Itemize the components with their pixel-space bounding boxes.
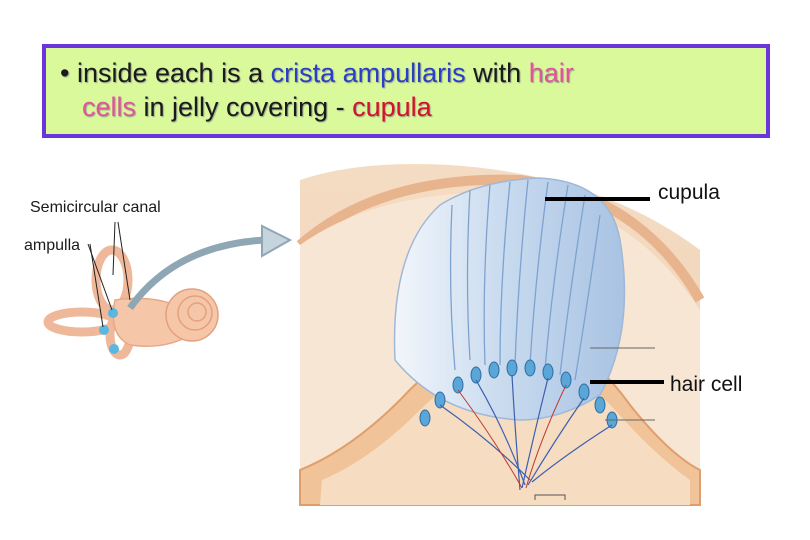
- bullet-line-1: • inside each is a crista ampullaris wit…: [60, 58, 574, 89]
- ampulla-shape: [109, 344, 119, 354]
- inner-ear-diagram: [40, 221, 293, 360]
- arrow-head: [261, 224, 293, 258]
- crista-ampullaris-diagram: [296, 160, 705, 506]
- term-crista-ampullaris: crista ampullaris: [270, 58, 466, 88]
- term-cupula: cupula: [352, 92, 432, 122]
- cochlea-shape: [165, 288, 219, 342]
- hair-cells: [419, 359, 618, 429]
- label-ampulla: ampulla: [24, 237, 81, 254]
- label-semicircular-canal: Semicircular canal: [30, 199, 161, 216]
- text-seg3: with: [465, 58, 529, 88]
- term-hair: hair: [528, 58, 574, 88]
- text-seg1: inside each is a: [76, 58, 271, 88]
- title-box: • inside each is a crista ampullaris wit…: [42, 44, 770, 138]
- nerve-fibers: [439, 374, 613, 491]
- ampulla-shape: [99, 325, 109, 335]
- label-cupula: cupula: [658, 181, 720, 204]
- bullet-line-2: cells in jelly covering - cupula: [82, 92, 432, 123]
- zoom-arrow: [127, 236, 266, 311]
- bullet-marker: •: [60, 58, 70, 88]
- hair-bundles: [449, 179, 601, 381]
- cupula-shape: [393, 177, 626, 421]
- ampulla-shape: [108, 308, 118, 318]
- label-hair-cell: hair cell: [670, 373, 743, 396]
- text-seg6: in jelly covering -: [136, 92, 353, 122]
- term-cells: cells: [82, 92, 137, 122]
